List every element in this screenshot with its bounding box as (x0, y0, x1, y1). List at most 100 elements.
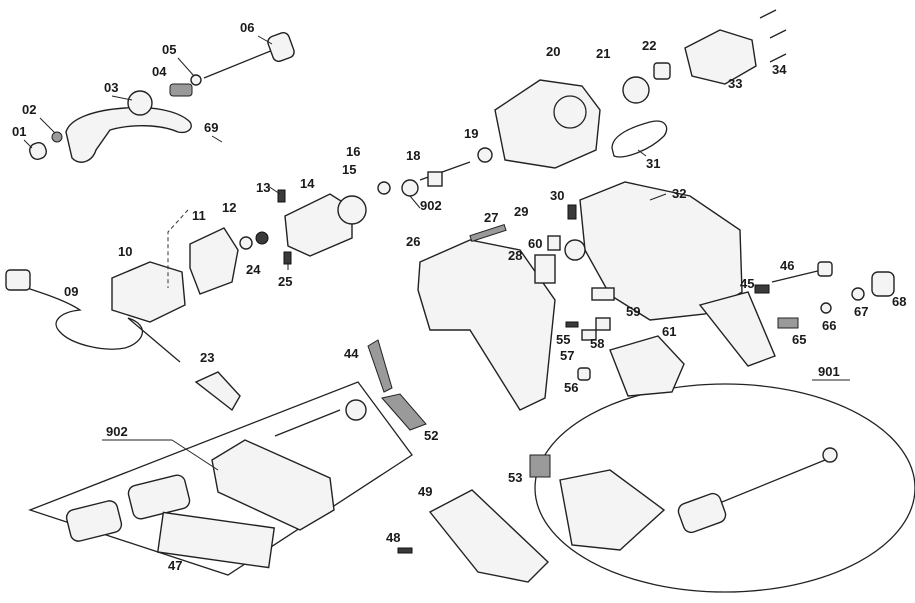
label-57: 57 (560, 348, 574, 363)
part-61-cover (609, 335, 685, 397)
part-31-belt (611, 120, 668, 158)
label-27: 27 (484, 210, 498, 225)
label-902-box: 902 (106, 424, 128, 439)
part-06-knob (267, 32, 295, 62)
part-28-block (534, 254, 556, 284)
part-02-screw (51, 131, 63, 143)
label-23: 23 (200, 350, 214, 365)
part-13-bolt (277, 189, 286, 203)
part-33-cover (684, 29, 757, 85)
label-01: 01 (12, 124, 26, 139)
part-58-bracket (595, 317, 611, 331)
label-52: 52 (424, 428, 438, 443)
label-19: 19 (464, 126, 478, 141)
part-03-handle (65, 106, 192, 163)
label-61: 61 (662, 324, 676, 339)
part-47-plate (156, 511, 276, 569)
leader-01 (23, 139, 33, 149)
part-901-nut (822, 447, 838, 463)
part-16-bearing (377, 181, 391, 195)
part-902-sleeve-b (127, 474, 191, 520)
part-34-screw-a (759, 9, 777, 19)
leader-05 (177, 57, 195, 77)
part-24-ring (255, 231, 269, 245)
part-06-shaft (203, 47, 279, 79)
leader-02 (39, 117, 56, 134)
leader-31 (637, 149, 647, 157)
part-12-bearing (239, 236, 253, 250)
part-19-bearing (477, 147, 493, 163)
label-24: 24 (246, 262, 261, 277)
leader-32 (649, 193, 667, 201)
label-32: 32 (672, 186, 686, 201)
label-53: 53 (508, 470, 522, 485)
part-22-nut (653, 62, 671, 80)
leader-902-top (409, 195, 421, 209)
part-59-plate (591, 287, 615, 301)
label-30: 30 (550, 188, 564, 203)
label-28: 28 (508, 248, 522, 263)
part-46-head (817, 261, 833, 277)
part-14-armature (284, 193, 353, 257)
label-26: 26 (406, 234, 420, 249)
label-09: 09 (64, 284, 78, 299)
part-902-bearing (401, 179, 419, 197)
handle-assembly (29, 32, 295, 163)
label-10: 10 (118, 244, 132, 259)
part-45-spring (754, 284, 770, 294)
gear-housing-assembly (494, 9, 787, 169)
label-31: 31 (646, 156, 660, 171)
label-11: 11 (192, 208, 206, 223)
label-58: 58 (590, 336, 604, 351)
part-10-motor-housing (111, 261, 186, 323)
part-49-foot (428, 489, 550, 583)
label-12: 12 (222, 200, 236, 215)
part-44-guard (367, 339, 393, 393)
label-05: 05 (162, 42, 176, 57)
label-49: 49 (418, 484, 432, 499)
label-03: 03 (104, 80, 118, 95)
part-902-disc (345, 399, 367, 421)
leader-902-box-b (171, 439, 219, 471)
part-34-screw-b (769, 29, 787, 39)
label-69: 69 (204, 120, 218, 135)
label-47: 47 (168, 558, 182, 573)
part-902-carriage (211, 439, 335, 531)
subassembly-902-parts (65, 399, 367, 569)
part-27-rod (469, 223, 507, 243)
part-15-fan (337, 195, 367, 225)
label-33: 33 (728, 76, 742, 91)
part-29-knob (564, 239, 586, 261)
part-901-roller (677, 492, 727, 534)
part-60-clip (547, 235, 561, 251)
part-53-spring (529, 454, 551, 478)
leader-06 (257, 35, 273, 45)
part-902-rod (274, 409, 341, 437)
label-14: 14 (300, 176, 315, 191)
label-22: 22 (642, 38, 656, 53)
leader-lines (23, 35, 850, 471)
lower-parts (194, 371, 551, 583)
label-21: 21 (596, 46, 610, 61)
part-66-washer (820, 302, 832, 314)
label-902-top: 902 (420, 198, 442, 213)
part-20-gear-housing (494, 79, 601, 169)
part-09-cord (7, 281, 181, 363)
label-02: 02 (22, 102, 36, 117)
part-03-hub (127, 90, 153, 116)
label-44: 44 (344, 346, 359, 361)
label-56: 56 (564, 380, 578, 395)
label-45: 45 (740, 276, 754, 291)
subassembly-901-parts (559, 447, 838, 551)
subassembly-901-ellipse (534, 383, 915, 593)
part-18-gear (427, 171, 443, 187)
part-21-gear (622, 76, 650, 104)
label-15: 15 (342, 162, 356, 177)
label-66: 66 (822, 318, 836, 333)
label-901: 901 (818, 364, 840, 379)
part-56-nut (577, 367, 591, 381)
label-59: 59 (626, 304, 640, 319)
part-11-end-cap (189, 227, 239, 295)
label-29: 29 (514, 204, 528, 219)
leader-13 (267, 185, 281, 195)
